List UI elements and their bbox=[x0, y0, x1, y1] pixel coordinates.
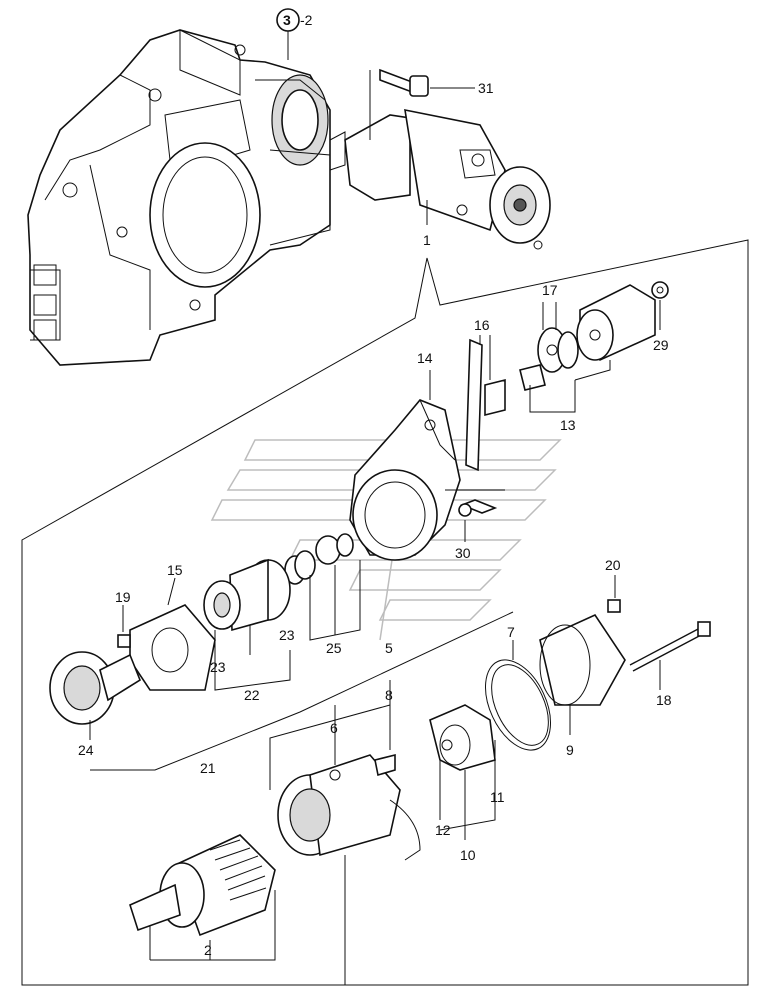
label-12: 12 bbox=[435, 822, 451, 838]
starter-assembly bbox=[329, 108, 551, 250]
label-23-left: 23 bbox=[210, 659, 226, 675]
spring-and-rings bbox=[284, 533, 361, 641]
overrunning-clutch bbox=[203, 558, 291, 691]
label-31: 31 bbox=[478, 80, 494, 96]
brush-holder bbox=[429, 704, 496, 840]
label-25: 25 bbox=[326, 640, 342, 656]
label-17: 17 bbox=[542, 282, 558, 298]
label-5: 5 bbox=[385, 640, 393, 656]
ref-callout-circle-text: 3 bbox=[283, 12, 291, 28]
label-13: 13 bbox=[560, 417, 576, 433]
ref-callout: 3 -2 bbox=[276, 8, 313, 32]
label-18: 18 bbox=[656, 692, 672, 708]
ref-callout-suffix: -2 bbox=[300, 12, 313, 28]
armature bbox=[129, 834, 276, 961]
label-7: 7 bbox=[507, 624, 515, 640]
label-23-right: 23 bbox=[279, 627, 295, 643]
drive-housing bbox=[349, 370, 505, 561]
label-1: 1 bbox=[423, 232, 431, 248]
through-bolt bbox=[629, 621, 711, 690]
label-22: 22 bbox=[244, 687, 260, 703]
field-coil-yoke bbox=[269, 680, 421, 985]
flywheel-housing bbox=[27, 29, 331, 366]
label-29: 29 bbox=[653, 337, 669, 353]
label-14: 14 bbox=[417, 350, 433, 366]
label-2: 2 bbox=[204, 942, 212, 958]
label-21: 21 bbox=[200, 760, 216, 776]
label-20: 20 bbox=[605, 557, 621, 573]
gear-case-plate bbox=[117, 577, 216, 691]
top-callout-lines bbox=[21, 30, 749, 986]
bolt-30 bbox=[458, 499, 498, 542]
shift-lever bbox=[465, 335, 506, 472]
label-30: 30 bbox=[455, 545, 471, 561]
bolt-31 bbox=[379, 68, 475, 97]
label-11: 11 bbox=[490, 789, 505, 805]
yoke bbox=[539, 613, 626, 735]
label-24: 24 bbox=[78, 742, 94, 758]
label-10: 10 bbox=[460, 847, 476, 863]
label-6: 6 bbox=[330, 720, 338, 736]
label-19: 19 bbox=[115, 589, 131, 605]
label-15: 15 bbox=[167, 562, 183, 578]
screw-20 bbox=[607, 575, 621, 613]
label-8: 8 bbox=[385, 687, 393, 703]
o-ring bbox=[485, 640, 551, 751]
solenoid-assembly bbox=[519, 281, 669, 413]
label-9: 9 bbox=[566, 742, 574, 758]
pinion-gear bbox=[49, 611, 514, 771]
label-16: 16 bbox=[474, 317, 490, 333]
